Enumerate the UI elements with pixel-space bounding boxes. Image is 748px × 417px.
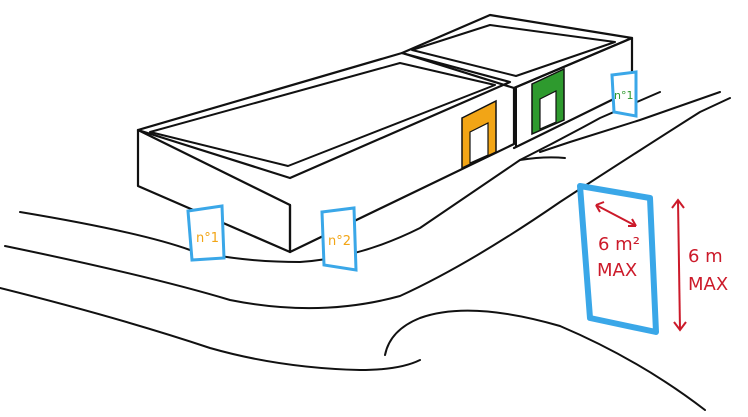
sign-back-label: n°1: [614, 89, 633, 102]
sidewalk-joint: [520, 157, 565, 160]
callout-sign: 6 m² MAX: [580, 186, 656, 332]
building-roof-left: [138, 53, 510, 178]
sign-front-left: n°1: [188, 206, 224, 260]
height-dimension: 6 m MAX: [672, 200, 728, 330]
door-orange: [462, 101, 496, 168]
sign-front-right-label: n°2: [328, 234, 351, 249]
sign-back: n°1: [612, 72, 636, 116]
callout-height-max: MAX: [688, 274, 728, 295]
roof-inner-right: [412, 25, 615, 76]
callout-height-label: 6 m: [688, 246, 723, 267]
sign-front-left-label: n°1: [196, 231, 219, 246]
sign-front-right: n°2: [322, 208, 356, 270]
callout-area-label: 6 m²: [598, 234, 640, 255]
road-curve: [0, 288, 420, 370]
callout-area-max: MAX: [597, 260, 637, 281]
